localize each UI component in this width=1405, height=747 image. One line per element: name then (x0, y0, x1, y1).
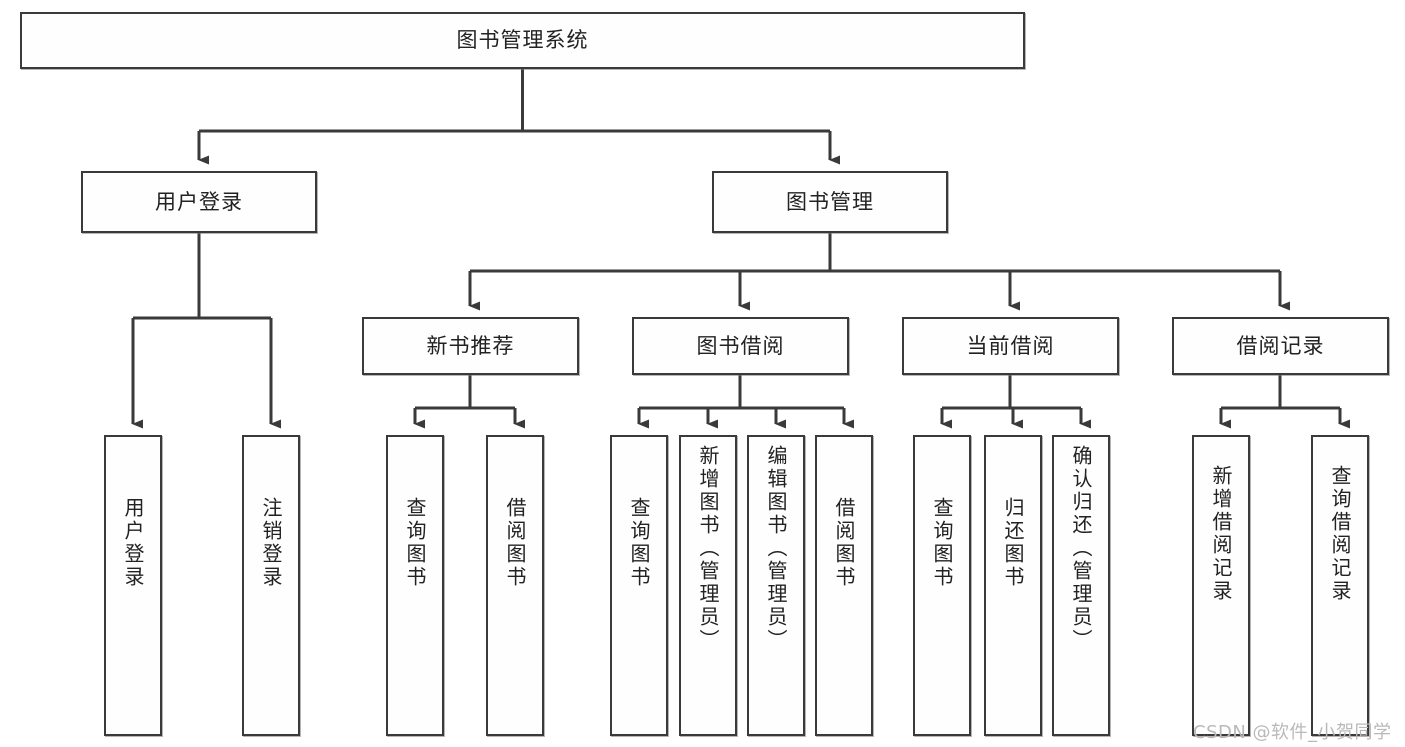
node-leaf-query-book-borrow[interactable]: 查询图书 (610, 435, 668, 736)
node-book-manage[interactable]: 图书管理 (712, 171, 948, 233)
node-book-borrow-label: 图书借阅 (696, 333, 785, 358)
node-leaf-query-book-cur[interactable]: 查询图书 (913, 435, 971, 736)
node-leaf-query-book-rec-label: 查询图书 (403, 497, 427, 589)
node-leaf-return-book[interactable]: 归还图书 (984, 435, 1042, 736)
node-book-manage-label: 图书管理 (786, 189, 874, 214)
node-leaf-borrow-book[interactable]: 借阅图书 (815, 435, 873, 736)
node-leaf-query-borrow-record-label: 查询借阅记录 (1328, 465, 1352, 603)
node-leaf-edit-book-admin-label: 编辑图书（管理员） (764, 445, 788, 652)
node-leaf-add-book-admin-label: 新增图书（管理员） (696, 445, 720, 652)
node-leaf-query-book-cur-label: 查询图书 (930, 497, 954, 589)
node-leaf-add-borrow-record-label: 新增借阅记录 (1209, 465, 1233, 603)
node-root[interactable]: 图书管理系统 (20, 12, 1025, 69)
node-leaf-confirm-return-admin-label: 确认归还（管理员） (1069, 445, 1093, 652)
node-leaf-user-login[interactable]: 用户登录 (104, 435, 162, 736)
node-user-login[interactable]: 用户登录 (81, 171, 317, 233)
node-leaf-user-login-label: 用户登录 (121, 497, 145, 589)
node-leaf-borrow-book-rec[interactable]: 借阅图书 (486, 435, 544, 736)
node-leaf-user-logout-label: 注销登录 (259, 497, 283, 589)
node-borrow-record-label: 借阅记录 (1236, 333, 1325, 358)
node-root-label: 图书管理系统 (456, 28, 589, 53)
node-leaf-user-logout[interactable]: 注销登录 (242, 435, 300, 736)
csdn-watermark: CSDN @软件_小贺同学 (1193, 722, 1392, 743)
node-borrow-record[interactable]: 借阅记录 (1172, 317, 1389, 375)
node-current-borrow-label: 当前借阅 (966, 333, 1055, 358)
node-leaf-query-borrow-record[interactable]: 查询借阅记录 (1311, 435, 1369, 736)
node-leaf-return-book-label: 归还图书 (1001, 497, 1025, 589)
node-leaf-confirm-return-admin[interactable]: 确认归还（管理员） (1052, 435, 1110, 736)
node-leaf-add-book-admin[interactable]: 新增图书（管理员） (679, 435, 737, 736)
node-leaf-borrow-book-label: 借阅图书 (832, 497, 856, 589)
node-leaf-query-book-borrow-label: 查询图书 (627, 497, 651, 589)
node-book-borrow[interactable]: 图书借阅 (632, 317, 849, 375)
node-leaf-borrow-book-rec-label: 借阅图书 (503, 497, 527, 589)
node-leaf-edit-book-admin[interactable]: 编辑图书（管理员） (747, 435, 805, 736)
node-new-book-rec[interactable]: 新书推荐 (362, 317, 579, 375)
node-leaf-query-book-rec[interactable]: 查询图书 (386, 435, 444, 736)
node-leaf-add-borrow-record[interactable]: 新增借阅记录 (1192, 435, 1250, 736)
node-current-borrow[interactable]: 当前借阅 (902, 317, 1119, 375)
node-new-book-rec-label: 新书推荐 (426, 333, 515, 358)
node-user-login-label: 用户登录 (155, 189, 243, 214)
